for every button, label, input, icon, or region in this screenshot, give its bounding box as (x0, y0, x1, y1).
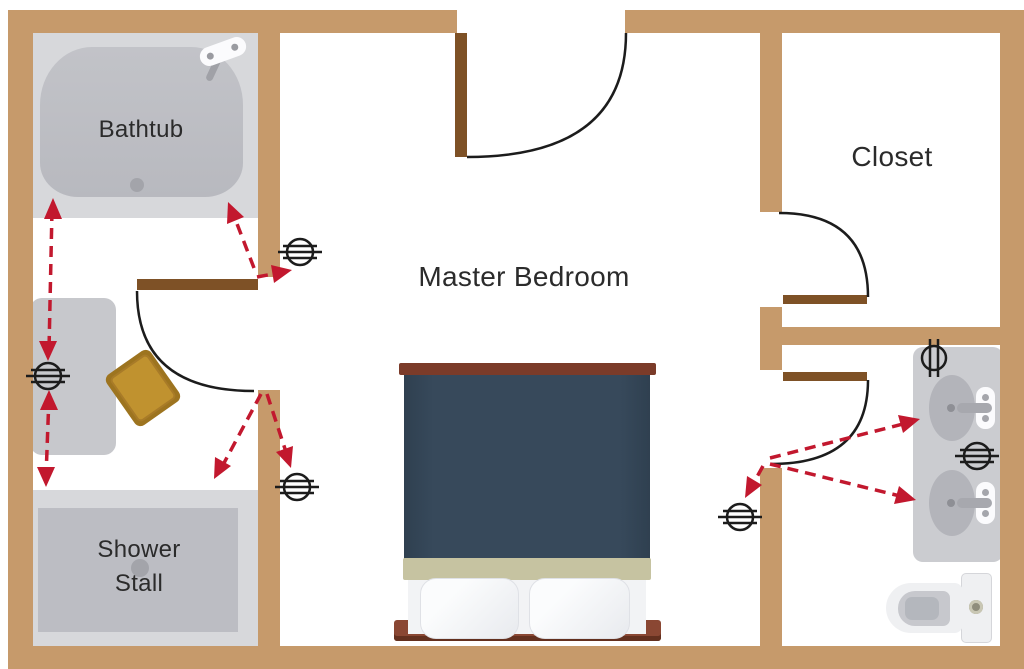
bed-blanket-band (403, 558, 651, 580)
faucet-dot (982, 510, 989, 517)
wall-closet-bath-divider (782, 327, 1003, 345)
sink-drain-dot-top (947, 404, 955, 412)
bed-pillow-left (420, 578, 519, 639)
toilet-lid-inner (905, 597, 939, 620)
hamper-top (108, 352, 178, 424)
wall-top-right (625, 10, 1024, 33)
wall-bath-right-lower (760, 468, 782, 648)
bathroom-door (137, 279, 258, 290)
bath-right-door (783, 372, 867, 381)
master-bedroom-label: Master Bedroom (418, 261, 630, 292)
door-arc (466, 32, 628, 159)
arrow-line (232, 215, 256, 269)
closet-door (783, 295, 867, 304)
bathtub-label: Bathtub (98, 116, 184, 143)
faucet-dot (230, 42, 240, 52)
wall-right (1000, 10, 1024, 669)
shower-drain (131, 559, 149, 577)
bathroom-counter (30, 298, 116, 455)
wall-bottom (8, 646, 1024, 669)
shower-label-line2: Stall (114, 570, 164, 597)
bed-pillow-right (529, 578, 630, 639)
faucet-dot (982, 415, 989, 422)
bed-footboard (399, 363, 656, 375)
wall-closet-mid-stub (760, 307, 782, 370)
arrowhead (214, 457, 231, 479)
wall-bathroom-upper (258, 33, 280, 277)
arrow-line (222, 393, 263, 464)
door-arc (778, 211, 870, 298)
bed-comforter (404, 374, 650, 560)
sink-spout-bottom (957, 498, 992, 508)
light-fixture-symbol (278, 237, 322, 267)
wall-left (8, 10, 33, 669)
closet-label: Closet (851, 141, 933, 172)
door-arc (770, 379, 870, 466)
bedroom-door (455, 33, 467, 157)
faucet-dot (205, 51, 215, 61)
shower-stall-label: Shower Stall (49, 533, 229, 601)
arrow-line (769, 462, 901, 498)
sink-drain-dot-bottom (947, 499, 955, 507)
arrow-line (769, 422, 904, 460)
arrowhead (37, 467, 55, 487)
wall-closet-upper (760, 33, 782, 212)
toilet-flush-button (969, 600, 983, 614)
light-fixture-symbol (718, 502, 762, 532)
wall-top-left (8, 10, 457, 33)
faucet-dot (982, 489, 989, 496)
bathtub-drain (130, 178, 144, 192)
faucet-dot (982, 394, 989, 401)
shower-label-line1: Shower (97, 536, 181, 563)
light-fixture-symbol (275, 472, 319, 502)
sink-spout-top (957, 403, 992, 413)
wall-bathroom-lower (258, 390, 280, 648)
